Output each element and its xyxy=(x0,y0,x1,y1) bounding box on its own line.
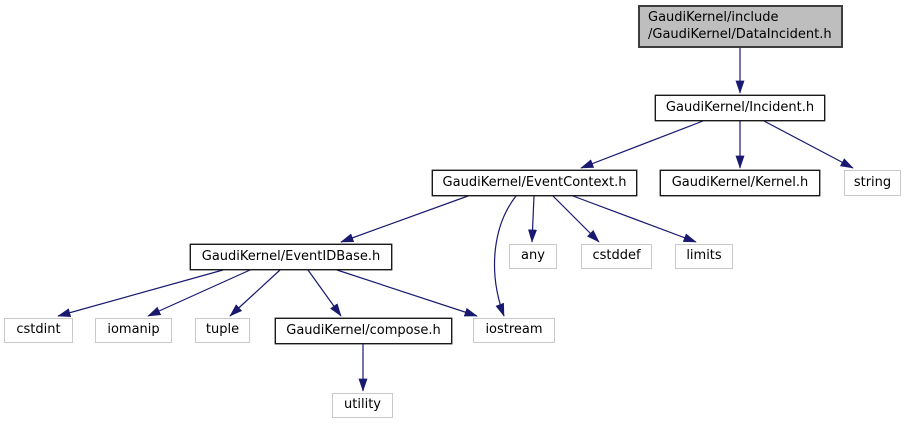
edge-incident-to-string xyxy=(763,120,854,169)
node-compose[interactable]: GaudiKernel/compose.h xyxy=(275,318,452,344)
node-label: cstdint xyxy=(16,322,61,338)
node-label: GaudiKernel/include xyxy=(648,9,779,25)
node-any[interactable]: any xyxy=(509,244,557,269)
node-iostream[interactable]: iostream xyxy=(473,318,555,343)
edge-event-context-to-event-id-base xyxy=(340,195,469,243)
edge-event-id-base-to-iomanip xyxy=(147,269,251,317)
node-utility[interactable]: utility xyxy=(332,393,393,418)
edge-event-context-to-iostream xyxy=(493,195,517,317)
node-label: iomanip xyxy=(107,322,160,338)
node-label: tuple xyxy=(205,322,240,338)
node-label: /GaudiKernel/DataIncident.h xyxy=(648,26,832,42)
node-label: GaudiKernel/Kernel.h xyxy=(671,174,809,190)
node-iomanip[interactable]: iomanip xyxy=(95,318,172,343)
node-cstddef[interactable]: cstddef xyxy=(581,244,652,269)
node-label: GaudiKernel/EventContext.h xyxy=(442,174,627,190)
node-cstdint[interactable]: cstdint xyxy=(4,318,73,343)
node-event-context[interactable]: GaudiKernel/EventContext.h xyxy=(432,170,637,196)
node-label: GaudiKernel/compose.h xyxy=(286,322,441,338)
node-incident[interactable]: GaudiKernel/Incident.h xyxy=(655,95,825,121)
edge-incident-to-event-context xyxy=(580,120,704,169)
edge-event-id-base-to-compose xyxy=(307,269,342,317)
edge-event-context-to-cstddef xyxy=(552,195,600,243)
node-label: GaudiKernel/Incident.h xyxy=(665,99,815,115)
edge-event-context-to-limits xyxy=(572,195,697,243)
node-label: utility xyxy=(344,397,381,413)
edge-event-id-base-to-iostream xyxy=(336,269,478,317)
node-data-incident[interactable]: GaudiKernel/include/GaudiKernel/DataInci… xyxy=(638,5,843,48)
node-kernel[interactable]: GaudiKernel/Kernel.h xyxy=(660,170,820,196)
node-label: cstddef xyxy=(592,248,641,264)
node-label: any xyxy=(521,248,545,264)
node-event-id-base[interactable]: GaudiKernel/EventIDBase.h xyxy=(190,244,392,270)
node-label: GaudiKernel/EventIDBase.h xyxy=(201,248,381,264)
node-label: iostream xyxy=(485,322,543,338)
node-tuple[interactable]: tuple xyxy=(195,318,250,343)
edge-event-id-base-to-cstdint xyxy=(57,269,224,317)
node-limits[interactable]: limits xyxy=(675,244,733,269)
node-label: string xyxy=(853,174,892,190)
edge-event-id-base-to-tuple xyxy=(229,269,281,317)
edge-event-context-to-any xyxy=(528,195,538,243)
node-string[interactable]: string xyxy=(844,170,901,196)
node-label: limits xyxy=(686,248,722,264)
